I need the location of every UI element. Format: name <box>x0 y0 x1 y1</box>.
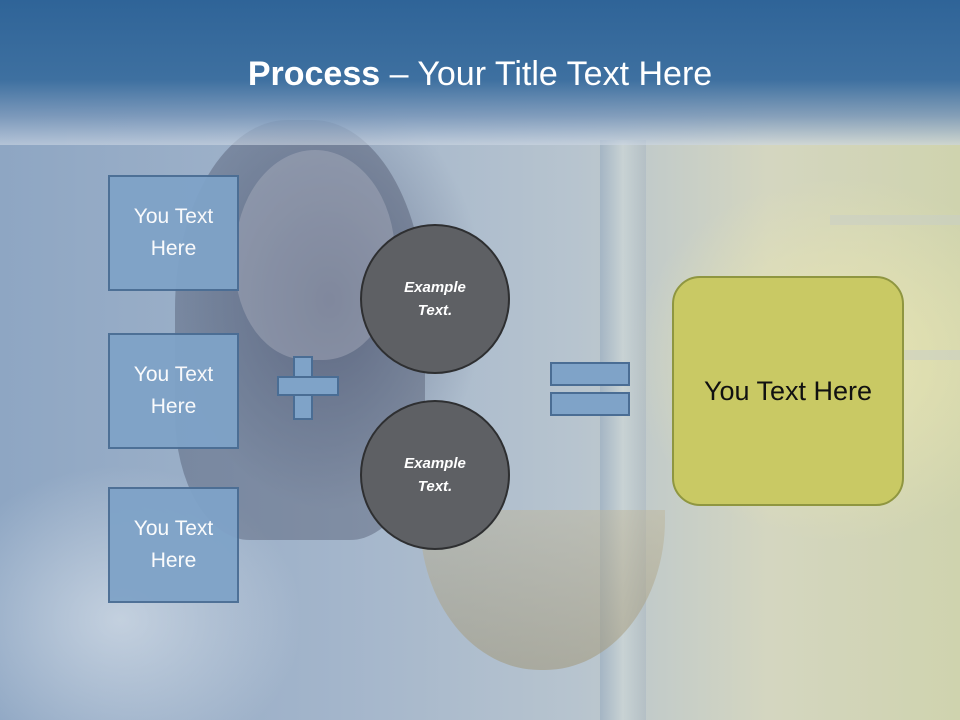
input-box-label: You Text Here <box>133 205 214 260</box>
input-box-label: You Text Here <box>133 517 214 572</box>
example-circle-2[interactable]: Example Text. <box>360 400 510 550</box>
title-bar: Process – Your Title Text Here <box>0 0 960 145</box>
slide-title-bold: Process <box>247 55 381 93</box>
slide-title-rest: – Your Title Text Here <box>380 55 713 93</box>
input-box-label: You Text Here <box>133 363 214 418</box>
example-circle-1[interactable]: Example Text. <box>360 224 510 374</box>
input-box-1[interactable]: You Text Here <box>108 175 239 291</box>
input-box-3[interactable]: You Text Here <box>108 487 239 603</box>
result-box[interactable]: You Text Here <box>672 276 904 506</box>
input-box-2[interactable]: You Text Here <box>108 333 239 449</box>
slide-title: Process – Your Title Text Here <box>0 52 960 96</box>
result-label: You Text Here <box>703 375 873 406</box>
circle-label: Example Text. <box>404 455 466 495</box>
background-shelf <box>830 215 960 225</box>
background-shelf <box>900 350 960 360</box>
circle-label: Example Text. <box>404 279 466 319</box>
